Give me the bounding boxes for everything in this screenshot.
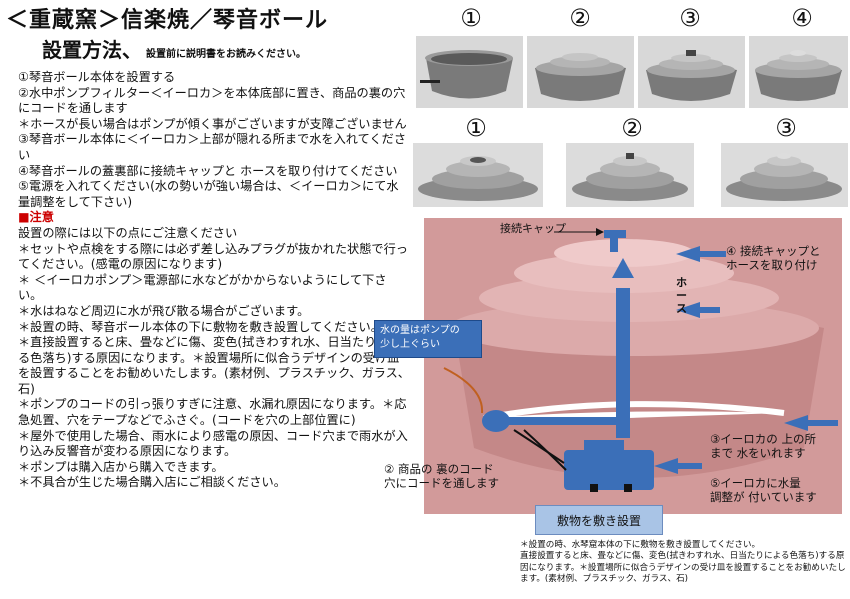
diagram-illustration	[424, 218, 842, 514]
hose-label: ホース	[676, 276, 687, 315]
footnote: ＊設置の時、水琴窟本体の下に敷物を敷き設置してください。 直接設置すると床、畳な…	[520, 540, 850, 585]
step-number: ③	[775, 114, 797, 142]
attach-label: ④ 接続キャップと ホースを取り付け	[726, 244, 821, 272]
fill-label: ③イーロカの 上の所 まで 水をいれます	[710, 432, 816, 460]
page-subtitle: 設置方法、設置前に説明書をお読みください。	[42, 34, 306, 63]
warning-heading: ■注意	[18, 210, 54, 225]
instruction-line: ③琴音ボール本体に＜イーロカ＞上部が隠れる所まで水を入れてください	[18, 132, 407, 162]
instruction-line: ＊直接設置すると床、畳などに傷、変色(拭きわすれ水、日当たりによる色落ち)する原…	[18, 335, 410, 396]
water-level-text: 水の量はポンプの 少し上ぐらい	[380, 325, 460, 350]
instruction-line: ＊設置の時、琴音ボール本体の下に敷物を敷き設置してください。	[18, 319, 383, 334]
step-photo	[638, 36, 745, 108]
footnote-line: ＊設置の時、水琴窟本体の下に敷物を敷き設置してください。	[520, 540, 761, 550]
instruction-line: ＊水はねなど周辺に水が飛び散る場合がございます。	[18, 303, 310, 318]
mat-label-box: 敷物を敷き設置	[535, 505, 663, 535]
instruction-line: ＊ポンプのコードの引っ張りすぎに注意、水漏れ原因になります。＊応急処置、穴をテー…	[18, 397, 407, 428]
instruction-line: ＊セットや点検をする際には必ず差し込みプラグが抜かれた状態で行ってください。(感…	[18, 241, 408, 272]
step-photo	[721, 143, 848, 207]
page-title: ＜重蔵窯＞信楽焼／琴音ボール	[6, 8, 329, 33]
cord-label: ② 商品の 裏のコード 穴にコードを通します	[384, 462, 499, 490]
step-number: ③	[679, 4, 701, 32]
instruction-line: ＊ ＜イーロカポンプ＞電源部に水などがかからないようにして下さい。	[18, 272, 387, 303]
instruction-line: ＊ホースが長い場合はポンプが傾く事がございますが支障ございません	[18, 116, 407, 131]
instruction-line: ＊ポンプは購入店から購入できます。	[18, 459, 224, 474]
instruction-list: ①琴音ボール本体を設置する ②水中ポンプフィルター＜イーロカ＞を本体底部に置き、…	[18, 70, 410, 491]
subtitle-text: 設置方法、	[42, 38, 142, 62]
cap-label: 接続キャップ	[500, 222, 566, 235]
subtitle-note: 設置前に説明書をお読みください。	[146, 49, 306, 60]
step-photo	[566, 143, 694, 207]
water-level-note: 水の量はポンプの 少し上ぐらい	[374, 320, 482, 358]
instruction-line: 設置の際には以下の点にご注意ください	[18, 225, 238, 240]
instruction-line: ①琴音ボール本体を設置する	[18, 70, 176, 84]
step-number: ②	[621, 114, 643, 142]
setup-diagram	[424, 218, 842, 514]
instruction-line: ⑤電源を入れてください(水の勢いが強い場合は、＜イーロカ＞にて水量調整をして下さ…	[18, 179, 399, 209]
step-number: ②	[569, 4, 591, 32]
step-number: ①	[465, 114, 487, 142]
footnote-line: 直接設置すると床、畳などに傷、変色(拭きわすれ水、日当たりによる色落ち)する原因…	[520, 551, 846, 584]
step-number: ①	[460, 4, 482, 32]
step-number: ④	[791, 4, 813, 32]
step-photo	[527, 36, 634, 108]
instruction-line: ＊不具合が生じた場合購入店にご相談ください。	[18, 475, 286, 490]
step-photo	[749, 36, 848, 108]
step-photo	[416, 36, 523, 108]
instruction-line: ④琴音ボールの蓋裏部に接続キャップと ホースを取り付けてください	[18, 163, 398, 178]
step-photo	[413, 143, 543, 207]
adjust-label: ⑤イーロカに水量 調整が 付いています	[710, 476, 817, 504]
instruction-line: ＊屋外で使用した場合、雨水により感電の原因、コード穴まで雨水が入り込み反響音が変…	[18, 428, 408, 459]
mat-label-text: 敷物を敷き設置	[556, 514, 641, 528]
instruction-line: ②水中ポンプフィルター＜イーロカ＞を本体底部に置き、商品の裏の穴にコードを通しま…	[18, 85, 406, 116]
